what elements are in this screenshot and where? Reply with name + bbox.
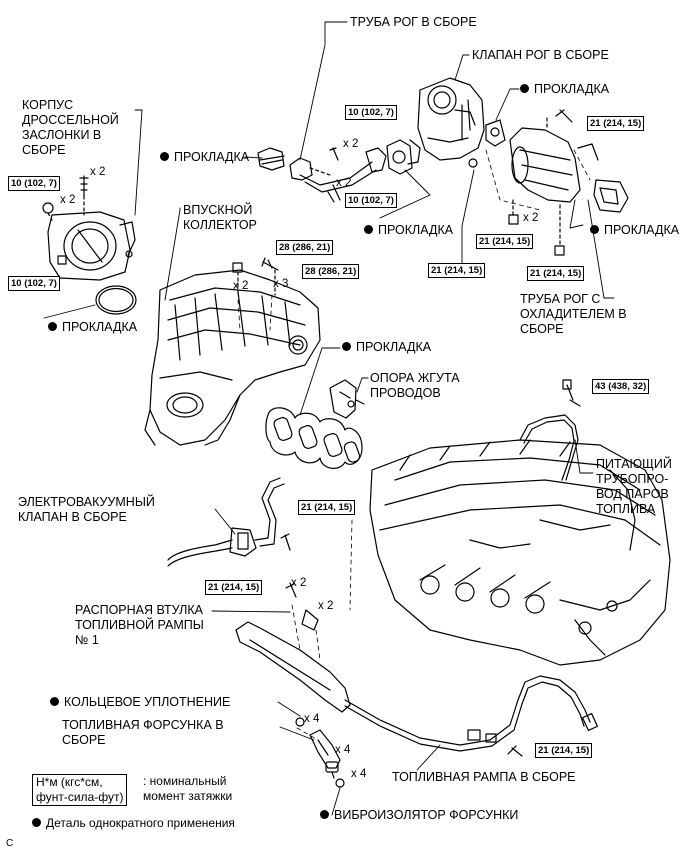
non-reusable-dot-icon: [590, 225, 599, 234]
fuel-rail-label: ТОПЛИВНАЯ РАМПА В СБОРЕ: [392, 770, 576, 784]
quantity-label: x 2: [60, 194, 76, 206]
torque-spec: 10 (102, 7): [345, 105, 397, 120]
o-ring-text: КОЛЬЦЕВОЕ УПЛОТНЕНИЕ: [64, 695, 231, 709]
quantity-label: x 2: [90, 166, 106, 178]
fuel-injector: [295, 717, 345, 788]
vsv-assembly: [167, 477, 291, 567]
gasket-manifold-text: ПРОКЛАДКА: [356, 340, 432, 354]
torque-spec: 21 (214, 15): [587, 116, 645, 131]
torque-spec: 21 (214, 15): [535, 743, 593, 758]
gasket-egr-cooler-text: ПРОКЛАДКА: [604, 223, 680, 237]
torque-spec: 28 (286, 21): [276, 240, 334, 255]
torque-spec: 28 (286, 21): [302, 264, 360, 279]
alignment-lines: [237, 149, 591, 741]
gasket-egr-left-label: ПРОКЛАДКА: [160, 150, 249, 165]
insulator-text: ВИБРОИЗОЛЯТОР ФОРСУНКИ: [334, 808, 519, 822]
throttle-body: [47, 211, 136, 281]
torque-spec: 21 (214, 15): [298, 500, 356, 515]
engine-block: [369, 439, 671, 666]
egr-cooler-bolts: [508, 109, 573, 256]
vapor-pipe-label: ПИТАЮЩИЙ ТРУБОПРО- ВОД ПАРОВ ТОПЛИВА: [596, 457, 672, 516]
quantity-label: x 2: [291, 577, 307, 589]
quantity-label: x 3: [273, 278, 289, 290]
gasket-egr-mid-label: ПРОКЛАДКА: [364, 223, 453, 238]
non-reusable-dot-icon: [50, 697, 59, 706]
egr-valve-label: КЛАПАН РОГ В СБОРЕ: [472, 48, 609, 62]
quantity-label: x 2: [318, 600, 334, 612]
intake-manifold: [144, 269, 321, 446]
vapor-feed-pipe: [519, 379, 581, 481]
manifold-bolts: [232, 257, 279, 296]
quantity-label: x 2: [336, 177, 352, 189]
non-reusable-dot-icon: [342, 342, 351, 351]
egr-valve: [407, 77, 485, 168]
quantity-label: x 2: [233, 280, 249, 292]
egr-pipe-label: ТРУБА РОГ В СБОРЕ: [350, 15, 477, 29]
egr-pipe: [259, 147, 387, 193]
legend-torque-box: Н*м (кгс*см, фунт-сила-фут): [32, 774, 128, 806]
torque-spec: 21 (214, 15): [428, 263, 486, 278]
vsv-label: ЭЛЕКТРОВАКУУМНЫЙ КЛАПАН В СБОРЕ: [18, 495, 155, 524]
egr-pipe-bolts: [309, 147, 341, 203]
manifold-gasket: [265, 407, 363, 469]
torque-spec: 43 (438, 32): [592, 379, 650, 394]
non-reusable-dot-icon: [520, 84, 529, 93]
gasket-throttle-label: ПРОКЛАДКА: [48, 320, 137, 335]
gasket-manifold-label: ПРОКЛАДКА: [342, 340, 431, 355]
throttle-bolts: [42, 175, 89, 221]
torque-spec: 21 (214, 15): [527, 266, 585, 281]
legend-non-reusable: Деталь однократного применения: [32, 816, 235, 831]
non-reusable-dot-icon: [320, 810, 329, 819]
gasket-egr-left-text: ПРОКЛАДКА: [174, 150, 250, 164]
quantity-label: x 2: [343, 138, 359, 150]
harness-bracket: [329, 379, 365, 419]
legend-non-reusable-text: Деталь однократного применения: [46, 816, 235, 830]
intake-manifold-label: ВПУСКНОЙ КОЛЛЕКТОР: [183, 203, 257, 232]
gasket-egr-mid-text: ПРОКЛАДКА: [378, 223, 454, 237]
throttle-body-label: КОРПУС ДРОССЕЛЬНОЙ ЗАСЛОНКИ В СБОРЕ: [22, 98, 119, 157]
spacer-label: РАСПОРНАЯ ВТУЛКА ТОПЛИВНОЙ РАМПЫ № 1: [75, 603, 204, 647]
o-ring-label: КОЛЬЦЕВОЕ УПЛОТНЕНИЕ: [50, 695, 230, 710]
torque-spec: 10 (102, 7): [345, 193, 397, 208]
torque-spec: 10 (102, 7): [8, 276, 60, 291]
gasket-egr-cooler-label: ПРОКЛАДКА: [590, 223, 679, 238]
fuel-rail: [235, 582, 599, 757]
non-reusable-dot-icon: [364, 225, 373, 234]
harness-bracket-label: ОПОРА ЖГУТА ПРОВОДОВ: [370, 371, 460, 400]
gasket-egr-top-right-label: ПРОКЛАДКА: [520, 82, 609, 97]
quantity-label: x 4: [335, 744, 351, 756]
injector-label: ТОПЛИВНАЯ ФОРСУНКА В СБОРЕ: [62, 718, 224, 747]
quantity-label: x 4: [304, 713, 320, 725]
insulator-label: ВИБРОИЗОЛЯТОР ФОРСУНКИ: [320, 808, 518, 823]
egr-gaskets: [257, 139, 413, 175]
legend-torque-desc: : номинальный момент затяжки: [143, 774, 233, 803]
torque-spec: 21 (214, 15): [476, 234, 534, 249]
non-reusable-dot-icon: [32, 818, 41, 827]
figure-code: C: [6, 838, 14, 849]
torque-spec: 21 (214, 15): [205, 580, 263, 595]
non-reusable-dot-icon: [48, 322, 57, 331]
gasket-egr-top-right-text: ПРОКЛАДКА: [534, 82, 610, 96]
leader-lines: [43, 21, 615, 816]
throttle-gasket: [95, 285, 137, 315]
quantity-label: x 4: [351, 768, 367, 780]
egr-cooler-pipe-label: ТРУБА РОГ С ОХЛАДИТЕЛЕМ В СБОРЕ: [520, 292, 627, 336]
non-reusable-dot-icon: [160, 152, 169, 161]
quantity-label: x 2: [523, 212, 539, 224]
gasket-throttle-text: ПРОКЛАДКА: [62, 320, 138, 334]
egr-cooler: [485, 119, 629, 213]
torque-spec: 10 (102, 7): [8, 176, 60, 191]
